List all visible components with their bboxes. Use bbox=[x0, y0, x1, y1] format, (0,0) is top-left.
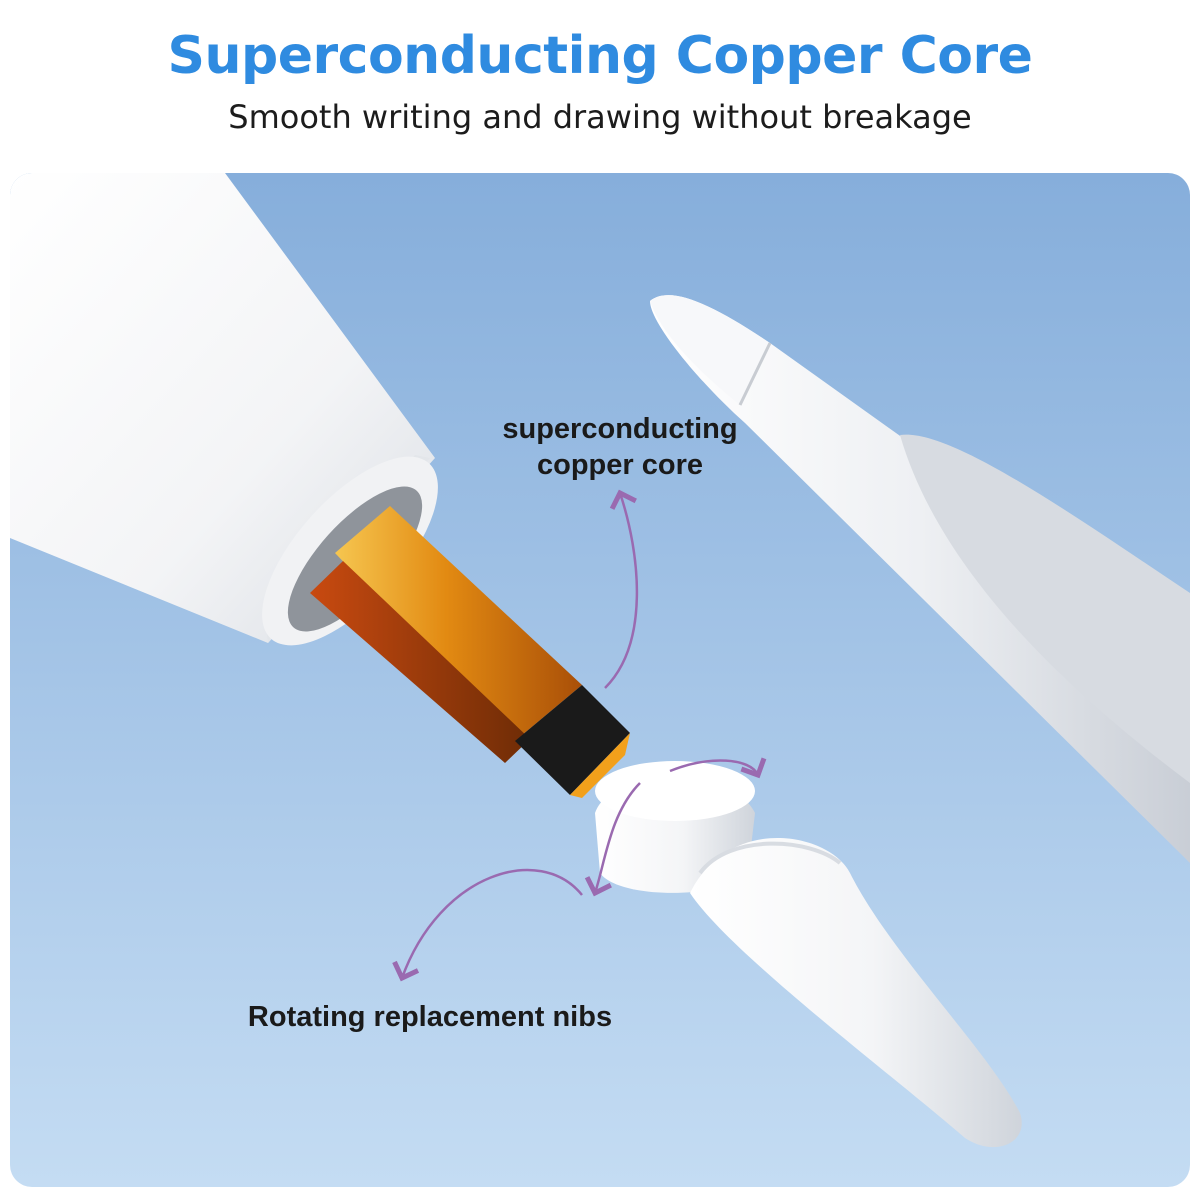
replacement-nib bbox=[595, 761, 1022, 1148]
copper-core-callout: superconducting copper core bbox=[470, 411, 770, 483]
product-scene: superconducting copper core Rotating rep… bbox=[10, 173, 1190, 1187]
page-subtitle: Smooth writing and drawing without break… bbox=[228, 98, 972, 136]
copper-core-callout-line2: copper core bbox=[537, 449, 703, 481]
copper-core-callout-line1: superconducting bbox=[502, 413, 738, 445]
rotation-arrows bbox=[392, 489, 767, 982]
stylus-right bbox=[650, 295, 1190, 863]
copper-core bbox=[310, 506, 630, 798]
page-title: Superconducting Copper Core bbox=[167, 26, 1033, 86]
stylus-illustration bbox=[10, 173, 1190, 1187]
nibs-callout: Rotating replacement nibs bbox=[247, 1001, 613, 1033]
